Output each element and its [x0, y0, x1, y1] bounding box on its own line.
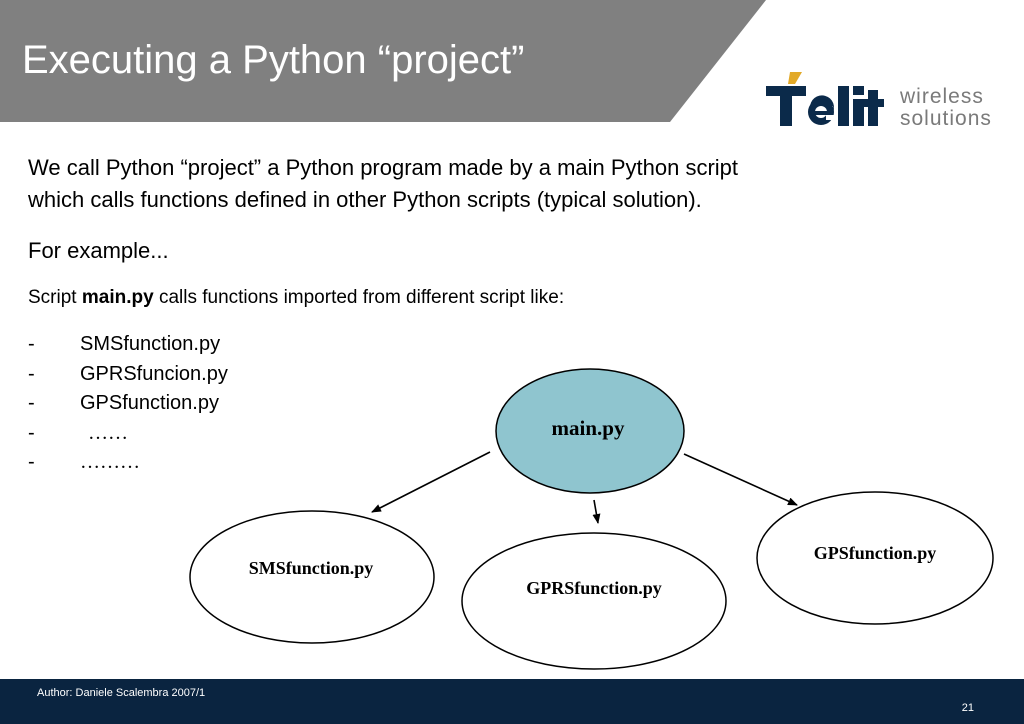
list-item-text: ……… [80, 451, 140, 473]
telit-logo-wordmark [766, 72, 884, 126]
footer-bar: Author: Daniele Scalembra 2007/1 21 [0, 679, 1024, 724]
node-smsfunction-shape [189, 510, 435, 644]
arrow-to-gprsfunction [592, 499, 601, 524]
example-heading: For example... [28, 238, 169, 263]
node-smsfunction: SMSfunction.py [189, 510, 435, 644]
node-gprsfunction-shape [461, 532, 727, 670]
script-description-bold: main.py [81, 287, 154, 308]
script-description-suffix: calls functions imported from different … [153, 287, 565, 308]
logo-tagline: wireless solutions [900, 86, 992, 130]
footer-author: Author: Daniele Scalembra 2007/1 [37, 687, 206, 699]
arrow-to-gpsfunction [683, 453, 798, 506]
script-description: Script main.py calls functions imported … [28, 284, 564, 312]
list-item-text: GPRSfuncion.py [80, 362, 228, 385]
slide-title: Executing a Python “project” [22, 38, 525, 82]
logo-tagline-line1: wireless [900, 85, 984, 108]
node-gprsfunction-label: GPRSfunction.py [526, 578, 662, 598]
list-dash: - [28, 451, 35, 473]
main-node-label: main.py [552, 416, 625, 440]
list-item-text: …… [88, 421, 128, 444]
logo-tagline-line2: solutions [900, 107, 992, 130]
script-description-prefix: Script [28, 287, 82, 308]
arrow-to-smsfunction [371, 451, 491, 513]
list-item-text: GPSfunction.py [80, 392, 219, 414]
list-dash: - [28, 421, 35, 444]
node-smsfunction-label: SMSfunction.py [249, 558, 374, 578]
telit-logo: wireless solutions [764, 52, 1004, 132]
list-item-text: SMSfunction.py [80, 333, 221, 355]
list-dash: - [28, 333, 35, 355]
list-dash: - [28, 392, 35, 414]
diagram-arrows [371, 451, 798, 524]
intro-line-2: which calls functions defined in other P… [28, 187, 702, 212]
node-gprsfunction: GPRSfunction.py [461, 532, 727, 670]
node-gpsfunction-label: GPSfunction.py [814, 543, 937, 563]
node-gpsfunction: GPSfunction.py [756, 491, 994, 625]
intro-line-1: We call Python “project” a Python progra… [28, 155, 739, 180]
title-bar: Executing a Python “project” [0, 0, 1024, 122]
page-number: 21 [961, 702, 974, 714]
main-node-shape [495, 368, 685, 494]
title-band-shape [0, 0, 766, 122]
main-node: main.py [495, 368, 685, 494]
list-dash: - [28, 362, 35, 385]
node-gpsfunction-shape [756, 491, 994, 625]
